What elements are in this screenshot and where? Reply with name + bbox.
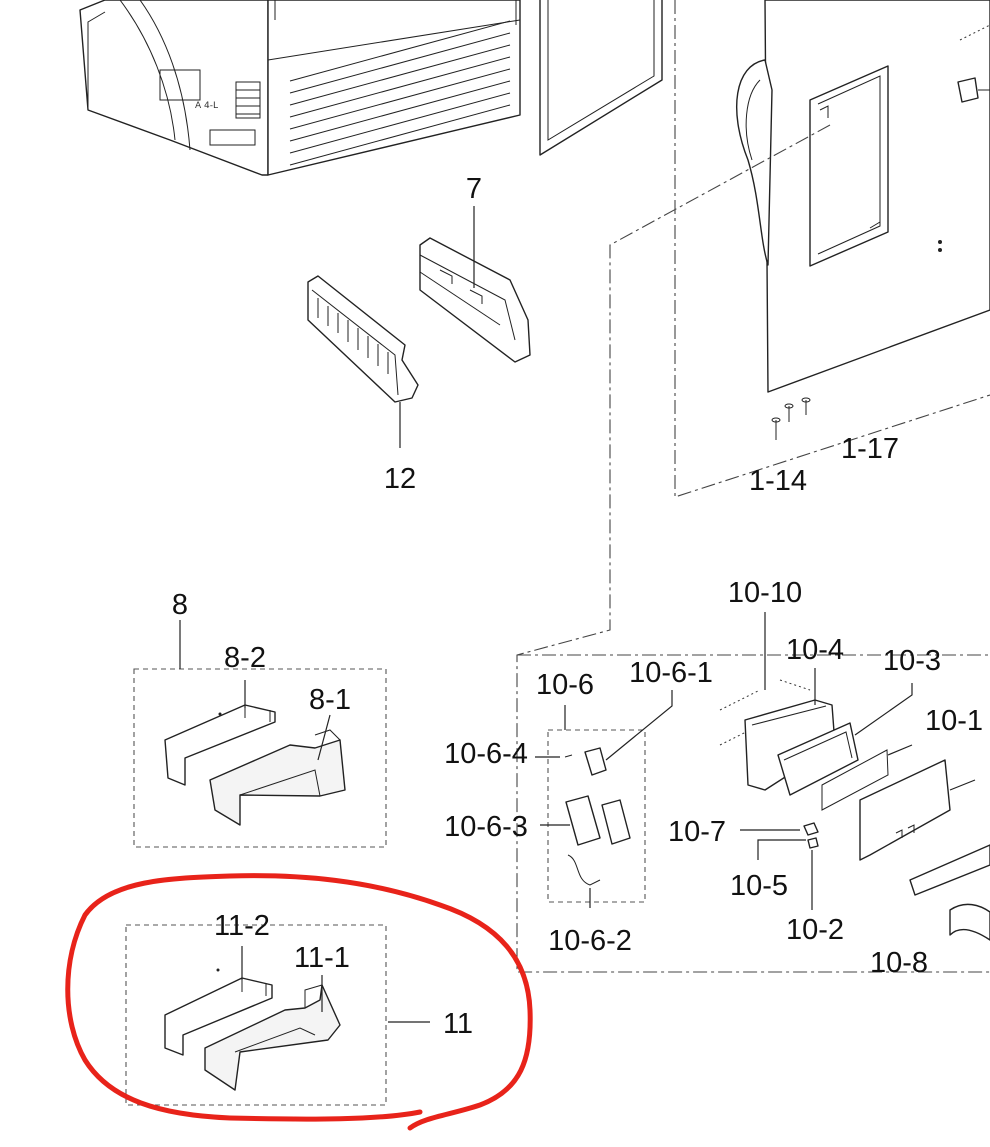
label-10-6-4: 10-6-4 <box>444 738 528 770</box>
label-10-2: 10-2 <box>786 914 844 946</box>
door-gasket <box>539 0 663 156</box>
group-11 <box>65 873 533 1131</box>
label-11-2: 11-2 <box>214 910 270 942</box>
label-10-6-3: 10-6-3 <box>444 811 528 843</box>
label-1-14: 1-14 <box>749 465 807 497</box>
door-assembly <box>736 0 990 440</box>
label-11: 11 <box>443 1008 473 1040</box>
label-8: 8 <box>172 589 188 621</box>
callout-labels: 7 12 1-14 1-17 8 8-2 8-1 10-10 10-4 10-3… <box>172 173 983 1040</box>
label-10-6: 10-6 <box>536 669 594 701</box>
highlight-circle <box>65 873 533 1131</box>
label-10-6-2: 10-6-2 <box>548 925 632 957</box>
label-12: 12 <box>384 463 416 495</box>
label-11-1: 11-1 <box>294 942 350 974</box>
label-10-1: 10-1 <box>925 705 983 737</box>
svg-text:A 4-L: A 4-L <box>195 101 218 111</box>
label-10-4: 10-4 <box>786 634 844 666</box>
label-10-10: 10-10 <box>728 577 802 609</box>
label-8-1: 8-1 <box>309 684 351 716</box>
label-1-17: 1-17 <box>841 433 899 465</box>
part-7 <box>419 206 531 363</box>
alignment-lines <box>516 0 990 973</box>
cabinet-fragment: A 4-L <box>79 0 521 176</box>
label-10-8: 10-8 <box>870 947 928 979</box>
label-8-2: 8-2 <box>224 642 266 674</box>
label-10-7: 10-7 <box>668 816 726 848</box>
part-12 <box>307 275 419 448</box>
group-8 <box>133 620 387 848</box>
label-7: 7 <box>466 173 482 205</box>
group-10 <box>535 612 990 941</box>
label-10-3: 10-3 <box>883 645 941 677</box>
label-10-5: 10-5 <box>730 870 788 902</box>
label-10-6-1: 10-6-1 <box>629 657 713 689</box>
